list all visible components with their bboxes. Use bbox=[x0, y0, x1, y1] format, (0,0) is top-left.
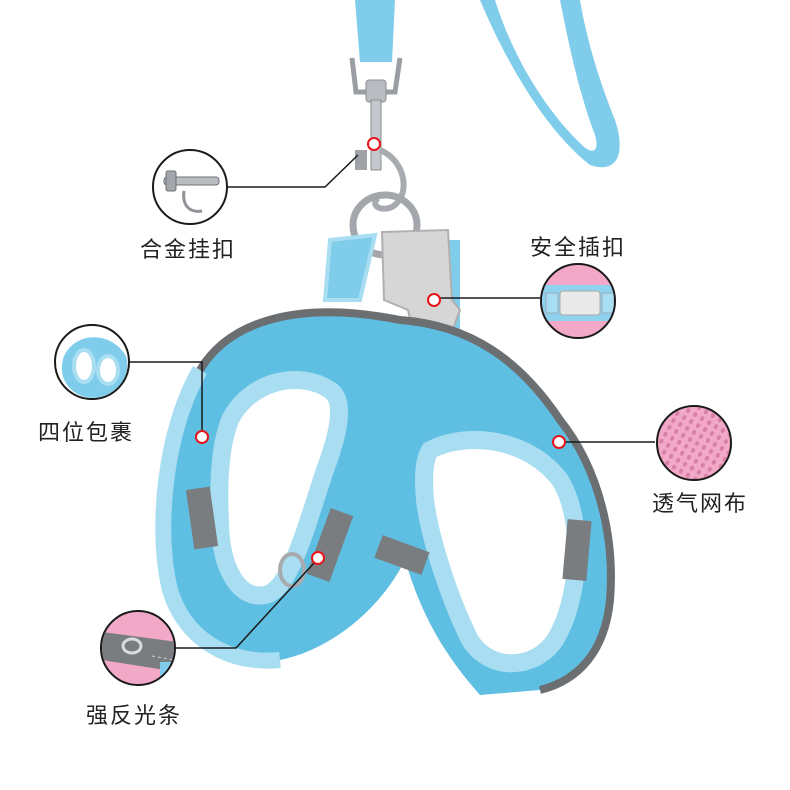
alloy-clasp-thumbnail bbox=[152, 149, 228, 225]
harness-icon bbox=[155, 228, 615, 695]
alloy-clasp-marker[interactable] bbox=[367, 137, 381, 151]
callout-lines bbox=[128, 154, 655, 649]
reflective-strip-thumbnail bbox=[100, 610, 176, 686]
safety-buckle-marker[interactable] bbox=[427, 293, 441, 307]
breathable-mesh-marker[interactable] bbox=[552, 435, 566, 449]
alloy-clasp-label: 合金挂扣 bbox=[140, 238, 237, 263]
four-side-wrap-line bbox=[128, 361, 203, 432]
safety-buckle-label: 安全插扣 bbox=[530, 236, 627, 261]
mesh-icon bbox=[658, 407, 730, 479]
reflective-strip-label: 强反光条 bbox=[86, 704, 183, 729]
buckle-icon bbox=[542, 285, 614, 321]
clasp-icon bbox=[163, 170, 220, 213]
four-side-wrap-marker[interactable] bbox=[195, 430, 209, 444]
leash-icon bbox=[349, 0, 620, 259]
safety-buckle-thumbnail bbox=[540, 263, 616, 339]
four-side-wrap-label: 四位包裹 bbox=[38, 421, 135, 446]
reflective-strip-marker[interactable] bbox=[311, 551, 325, 565]
breathable-mesh-thumbnail bbox=[656, 405, 732, 481]
breathable-mesh-label: 透气网布 bbox=[652, 492, 749, 517]
harness-mini-icon bbox=[61, 337, 128, 398]
four-side-wrap-thumbnail bbox=[54, 324, 130, 400]
alloy-clasp-line bbox=[228, 154, 359, 188]
reflective-strip-line bbox=[176, 562, 315, 649]
